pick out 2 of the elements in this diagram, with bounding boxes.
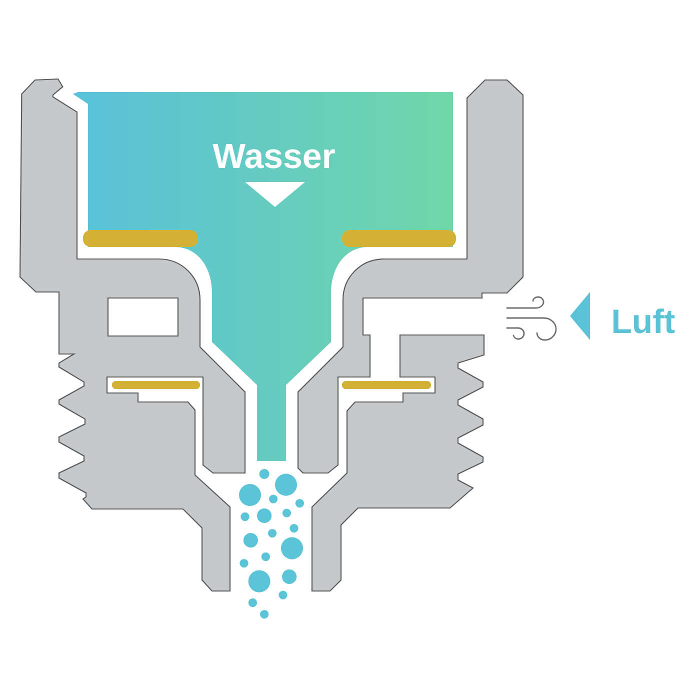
flow-label: Wasser xyxy=(212,144,335,168)
flow-label: Luft xyxy=(613,308,675,334)
